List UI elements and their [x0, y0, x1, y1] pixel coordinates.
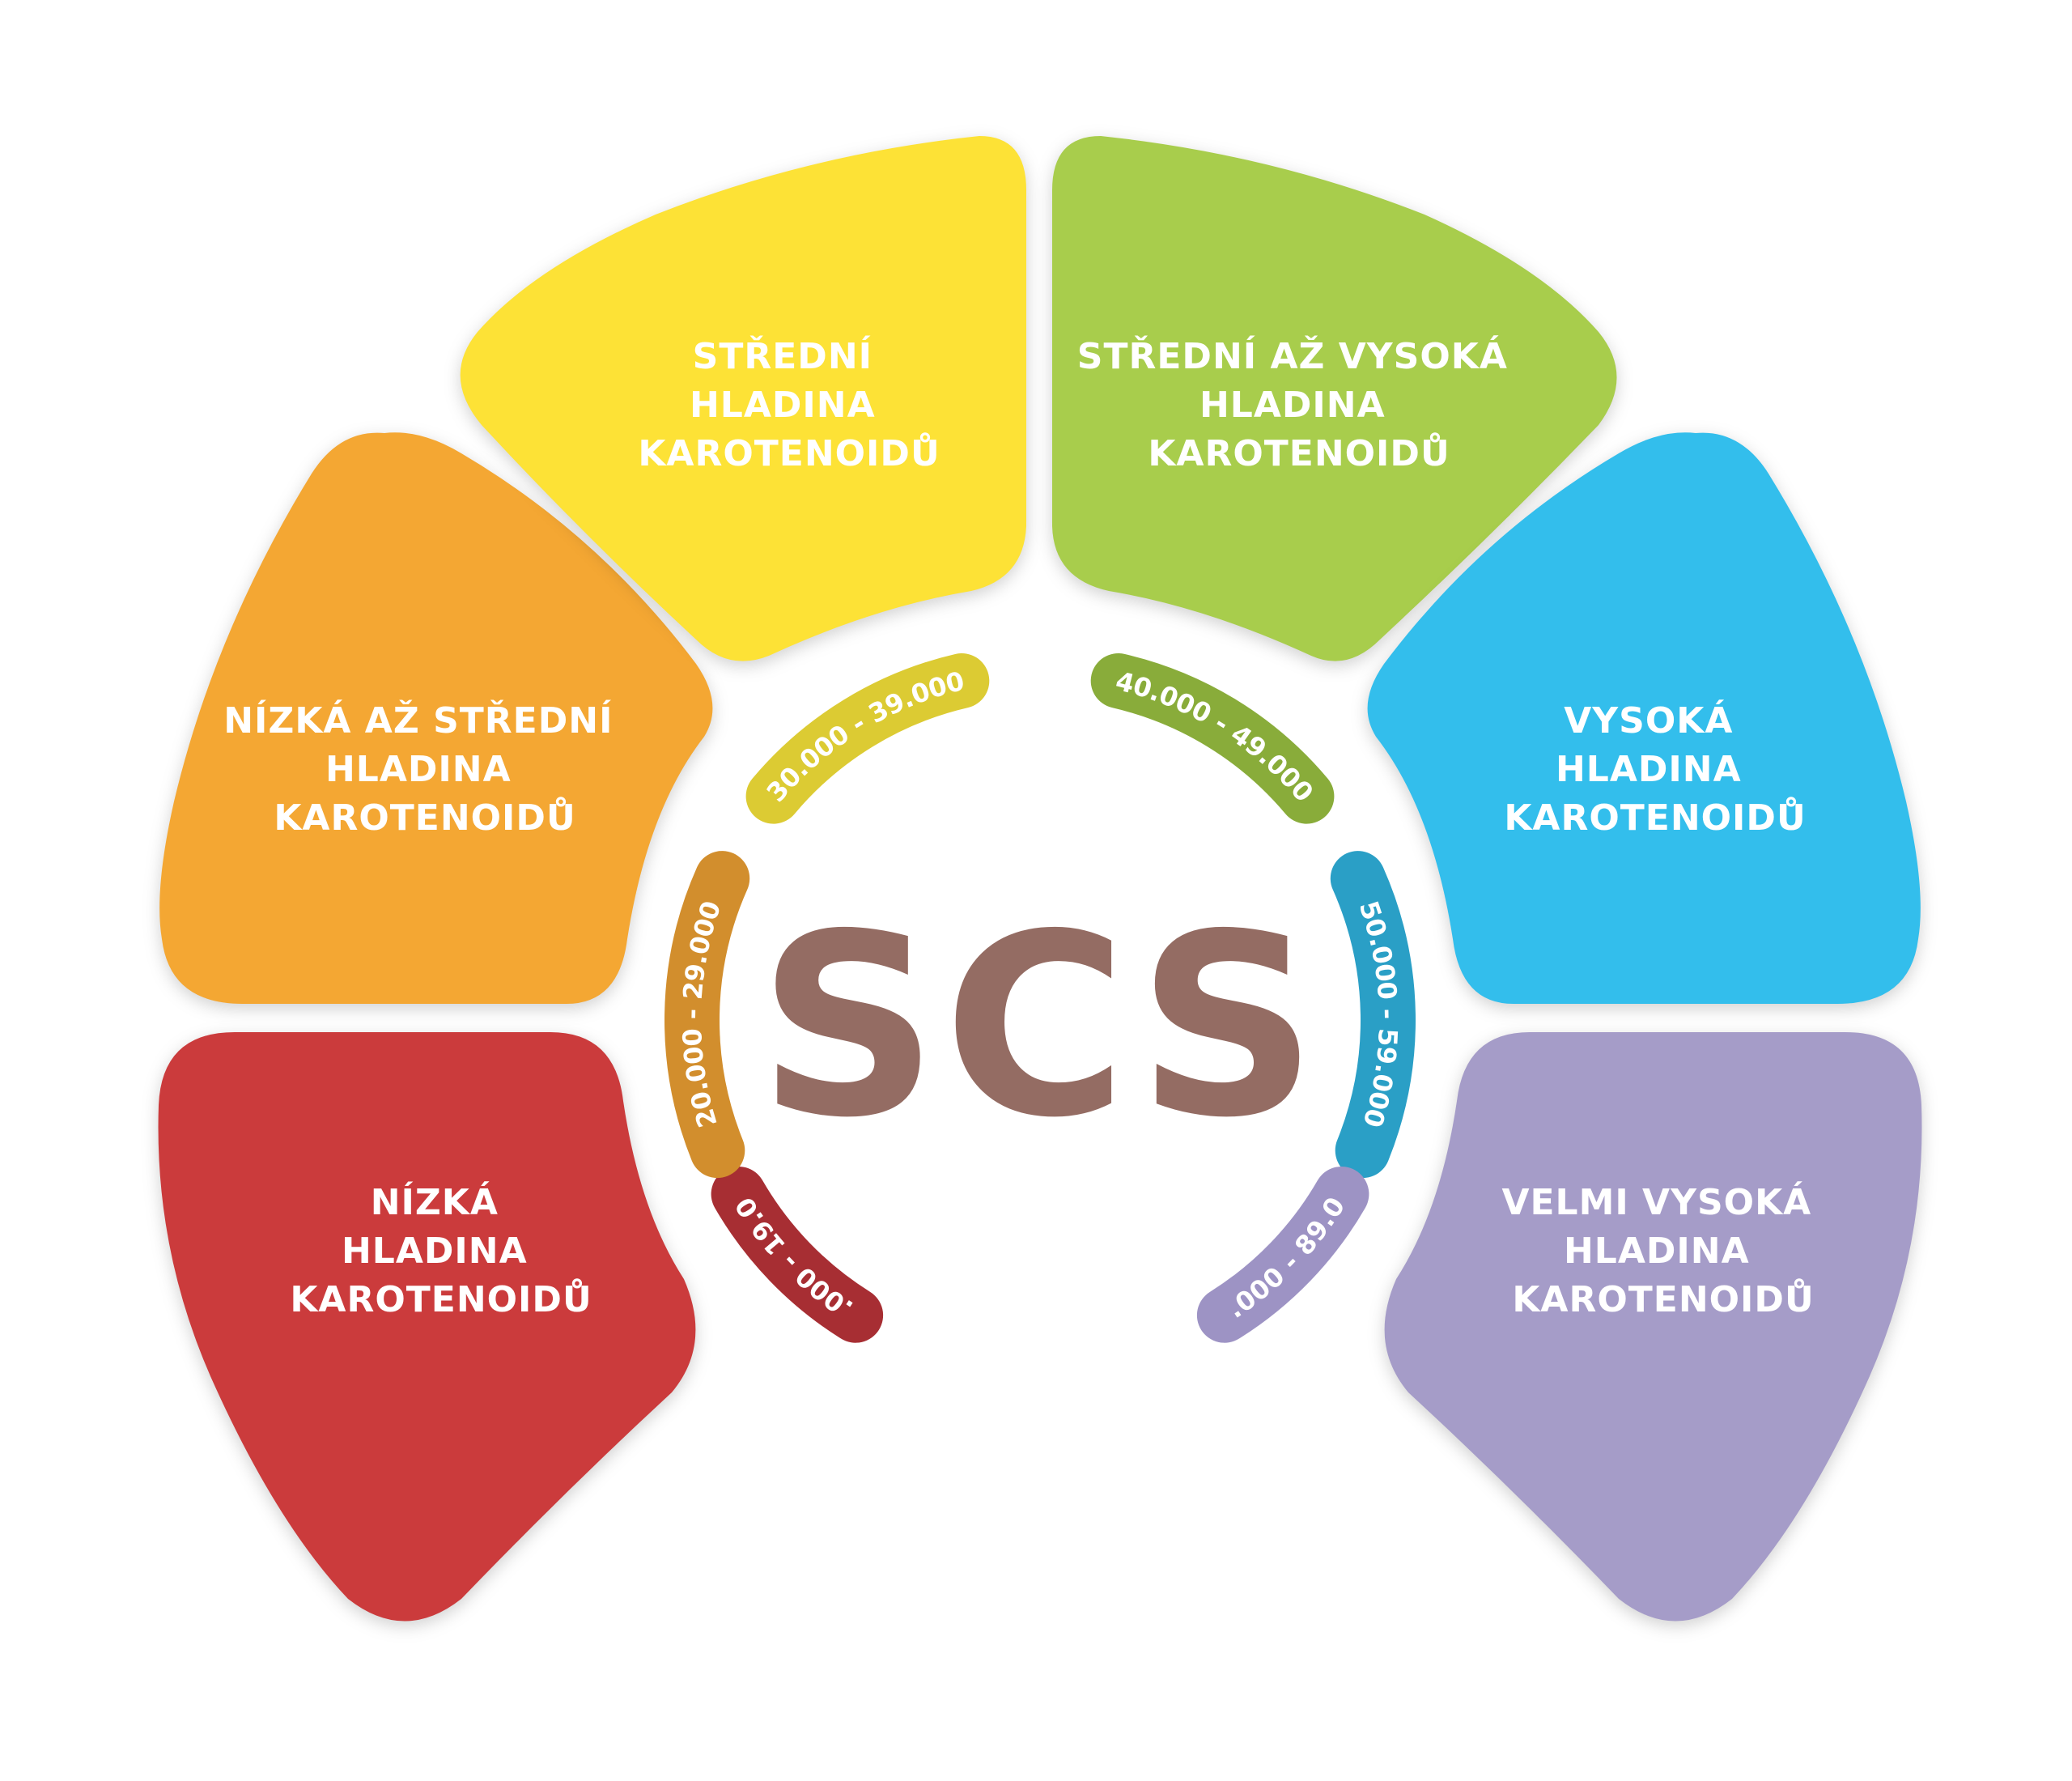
range-band-very-high: [1196, 1167, 1369, 1343]
range-band-medium-high: [1090, 653, 1335, 824]
segment-very-high-label: VELMI VYSOKÁ HLADINA KAROTENOIDŮ: [1501, 1180, 1824, 1320]
segment-high: VYSOKÁ HLADINA KAROTENOIDŮ: [1367, 432, 1921, 1004]
segment-high-label: VYSOKÁ HLADINA KAROTENOIDŮ: [1504, 699, 1806, 839]
segment-medium-high: STŘEDNÍ AŽ VYSOKÁ HLADINA KAROTENOIDŮ: [1052, 136, 1617, 661]
segment-medium-high-label: STŘEDNÍ AŽ VYSOKÁ HLADINA KAROTENOIDŮ: [1077, 334, 1521, 474]
segment-low-shape: [158, 1032, 696, 1622]
segment-low-medium-shape: [159, 432, 713, 1004]
segment-very-high: VELMI VYSOKÁ HLADINA KAROTENOIDŮ: [1384, 1032, 1922, 1622]
segment-high-shape: [1367, 432, 1921, 1004]
segment-medium-shape: [460, 136, 1026, 661]
range-band-medium: [745, 653, 990, 824]
range-label-medium-high: 40.000 - 49.000: [1113, 665, 1320, 808]
segment-medium-high-shape: [1052, 136, 1617, 661]
segment-low-medium: NÍZKÁ AŽ STŘEDNÍ HLADINA KAROTENOIDŮ: [159, 432, 713, 1004]
segment-medium-label: STŘEDNÍ HLADINA KAROTENOIDŮ: [638, 334, 940, 474]
range-band-high: [1330, 851, 1416, 1179]
segment-low-medium-label: NÍZKÁ AŽ STŘEDNÍ HLADINA KAROTENOIDŮ: [223, 699, 626, 839]
range-label-medium: 30.000 - 39.000: [761, 665, 968, 808]
segment-medium: STŘEDNÍ HLADINA KAROTENOIDŮ: [460, 136, 1026, 661]
range-band-low-medium: [664, 851, 750, 1179]
range-band-low: [711, 1167, 884, 1343]
segment-low: NÍZKÁ HLADINA KAROTENOIDŮ: [158, 1032, 696, 1622]
center-label: SCS: [758, 881, 1323, 1173]
segment-very-high-shape: [1384, 1032, 1922, 1622]
segment-low-label: NÍZKÁ HLADINA KAROTENOIDŮ: [290, 1180, 592, 1320]
